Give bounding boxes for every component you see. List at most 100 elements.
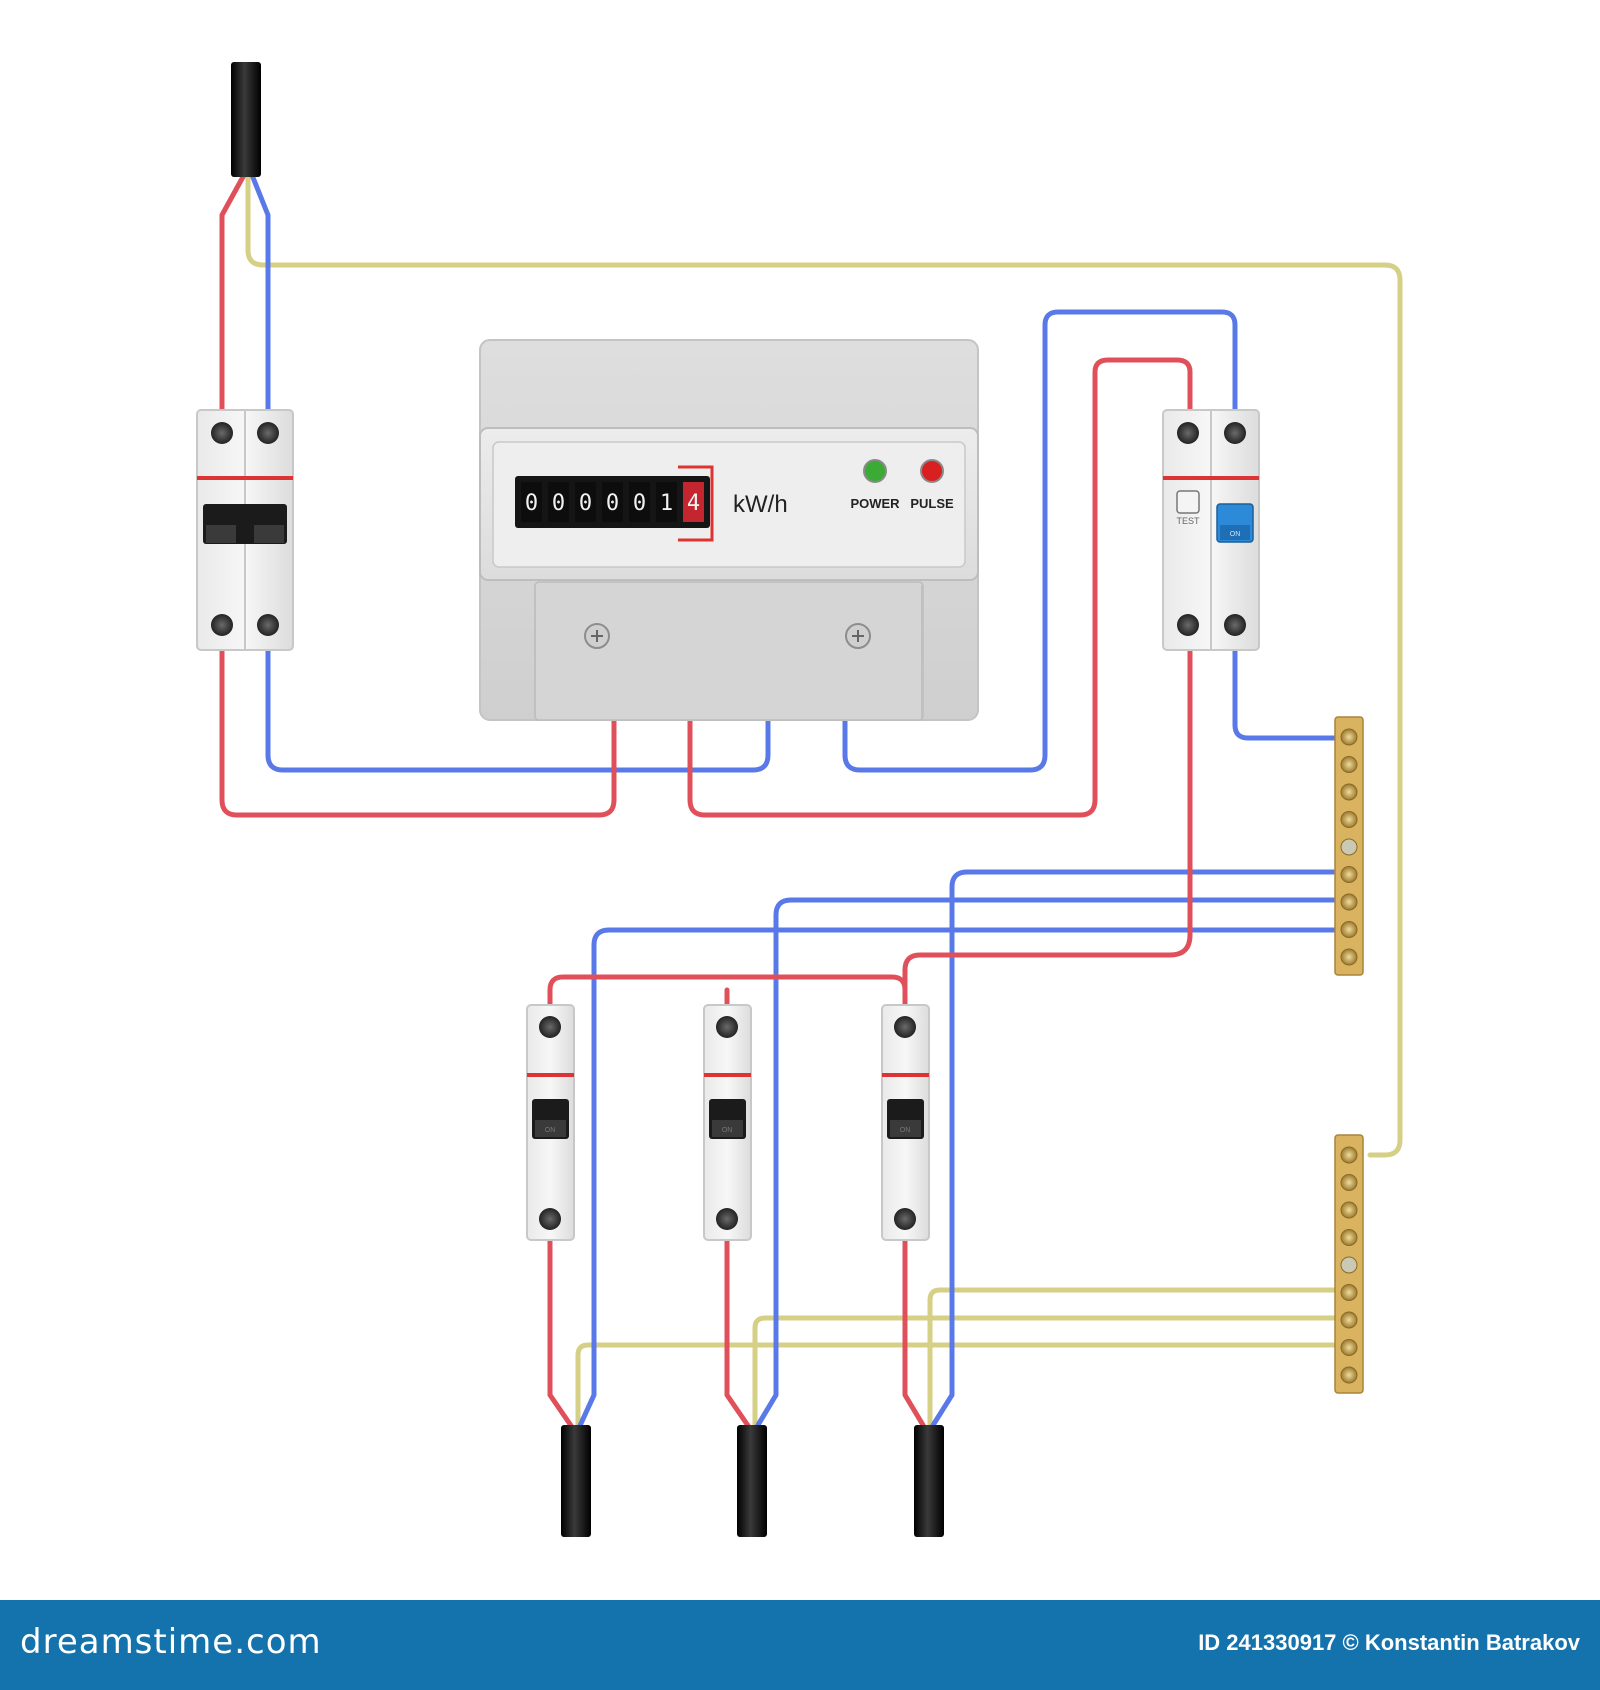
live-wire-main-in xyxy=(219,172,247,413)
counter-digit: 0 xyxy=(579,491,592,516)
terminal-screw xyxy=(1224,614,1246,636)
breaker-1[interactable]: ON xyxy=(526,1004,575,1241)
outgoing-cable-1 xyxy=(561,1425,591,1537)
bus-screw xyxy=(1340,1339,1358,1356)
bus-screw xyxy=(1340,756,1358,773)
terminal-screw xyxy=(894,1208,916,1230)
pulse-led xyxy=(920,459,944,483)
live-wire-meter-to-rcbo xyxy=(687,357,1193,818)
bus-screw xyxy=(1340,1284,1358,1301)
bus-screw xyxy=(1340,893,1358,911)
neutral-wire-circuit-2 xyxy=(752,897,1338,1433)
earth-wire-circuit-3 xyxy=(927,1287,1338,1433)
outgoing-cable-3 xyxy=(914,1425,944,1537)
image-credit: ID 241330917 © Konstantin Batrakov xyxy=(1198,1630,1580,1655)
pulse-label: PULSE xyxy=(910,496,954,511)
earth-bus-bar xyxy=(1334,1134,1364,1394)
counter-digit: 1 xyxy=(660,491,673,516)
neutral-wire-circuit-1 xyxy=(575,927,1338,1433)
live-wire-out-3 xyxy=(902,1237,929,1433)
terminal-screw xyxy=(1177,614,1199,636)
bus-screw xyxy=(1340,1256,1358,1274)
footer-bar: dreamstime.com ID 241330917 © Konstantin… xyxy=(0,1600,1600,1690)
terminal-screw xyxy=(1177,422,1199,444)
bus-screw xyxy=(1340,1229,1358,1246)
neutral-wires xyxy=(249,172,1338,1433)
incoming-cable xyxy=(231,62,261,177)
meter-display-frame xyxy=(492,441,966,568)
terminal-screw xyxy=(211,422,233,444)
breaker-on-label: ON xyxy=(722,1127,733,1134)
bus-screws xyxy=(1340,728,1358,966)
breaker-3[interactable]: ON xyxy=(881,1004,930,1241)
rcbo-test-label: TEST xyxy=(1176,516,1200,526)
counter-digit-cell xyxy=(548,482,569,522)
neutral-wire-to-meter xyxy=(265,647,771,773)
counter-digit: 0 xyxy=(606,491,619,516)
meter-screw-left xyxy=(584,623,610,649)
terminal-screw xyxy=(716,1208,738,1230)
counter-digit: 0 xyxy=(633,491,646,516)
bus-screw xyxy=(1340,783,1358,801)
neutral-bus-bar xyxy=(1334,716,1364,976)
neutral-wire-meter-to-rcbo xyxy=(842,309,1238,773)
bus-screw xyxy=(1340,1311,1358,1329)
counter-digit-cell xyxy=(683,482,704,522)
rcbo-breaker[interactable]: TEST ON xyxy=(1162,409,1260,651)
terminal-screw xyxy=(1224,422,1246,444)
power-led xyxy=(863,459,887,483)
neutral-wire-rcbo-to-bus xyxy=(1232,647,1338,741)
earth-wire-circuit-1 xyxy=(575,1342,1338,1433)
bus-screw xyxy=(1340,1366,1358,1384)
live-wire-out-1 xyxy=(547,1237,577,1433)
bus-screw xyxy=(1340,921,1358,938)
dreamstime-logo: dreamstime.com xyxy=(20,1622,322,1662)
live-wire-to-meter xyxy=(219,647,617,818)
bus-screw xyxy=(1340,838,1358,856)
bus-screw xyxy=(1340,1201,1358,1219)
rcbo-on-label: ON xyxy=(1230,531,1241,538)
earth-wire-circuit-2 xyxy=(752,1315,1338,1433)
bus-screw xyxy=(1340,948,1358,966)
counter-digit-cell xyxy=(575,482,596,522)
terminal-screw xyxy=(539,1208,561,1230)
neutral-wire-circuit-3 xyxy=(927,869,1338,1433)
rcbo-test-button[interactable] xyxy=(1176,490,1200,514)
earth-wire-main xyxy=(245,172,1403,1158)
bus-screws xyxy=(1340,1146,1358,1384)
counter-digit-cell xyxy=(521,482,542,522)
meter-screw-right xyxy=(845,623,871,649)
bus-screw xyxy=(1340,1174,1358,1191)
live-wires xyxy=(219,172,1193,1433)
bus-screw xyxy=(1340,1146,1358,1164)
neutral-wire-main-in xyxy=(249,172,271,413)
breaker-2[interactable]: ON xyxy=(703,1004,752,1241)
bus-screw xyxy=(1340,811,1358,828)
meter-unit: kW/h xyxy=(733,491,788,518)
counter-digit: 0 xyxy=(525,491,538,516)
terminal-screw xyxy=(894,1016,916,1038)
breaker-on-label: ON xyxy=(900,1127,911,1134)
earth-wires xyxy=(245,172,1403,1433)
counter-digit-cell xyxy=(656,482,677,522)
counter-bracket xyxy=(678,465,714,542)
cables xyxy=(231,62,944,1537)
live-wire-rcbo-to-breakers xyxy=(902,647,1193,1008)
meter-lower-cover xyxy=(534,581,924,721)
counter-digit-cell xyxy=(629,482,650,522)
terminal-screw xyxy=(539,1016,561,1038)
main-breaker[interactable] xyxy=(196,409,294,651)
counter-digit-cell xyxy=(602,482,623,522)
outgoing-cable-2 xyxy=(737,1425,767,1537)
counter-digit: 0 xyxy=(552,491,565,516)
terminal-screw xyxy=(257,422,279,444)
live-wire-out-2 xyxy=(724,1237,754,1433)
terminal-screw xyxy=(716,1016,738,1038)
breaker-on-label: ON xyxy=(545,1127,556,1134)
terminal-screw xyxy=(211,614,233,636)
bus-screw xyxy=(1340,866,1358,883)
live-wire-busbar-1 xyxy=(547,974,908,1008)
